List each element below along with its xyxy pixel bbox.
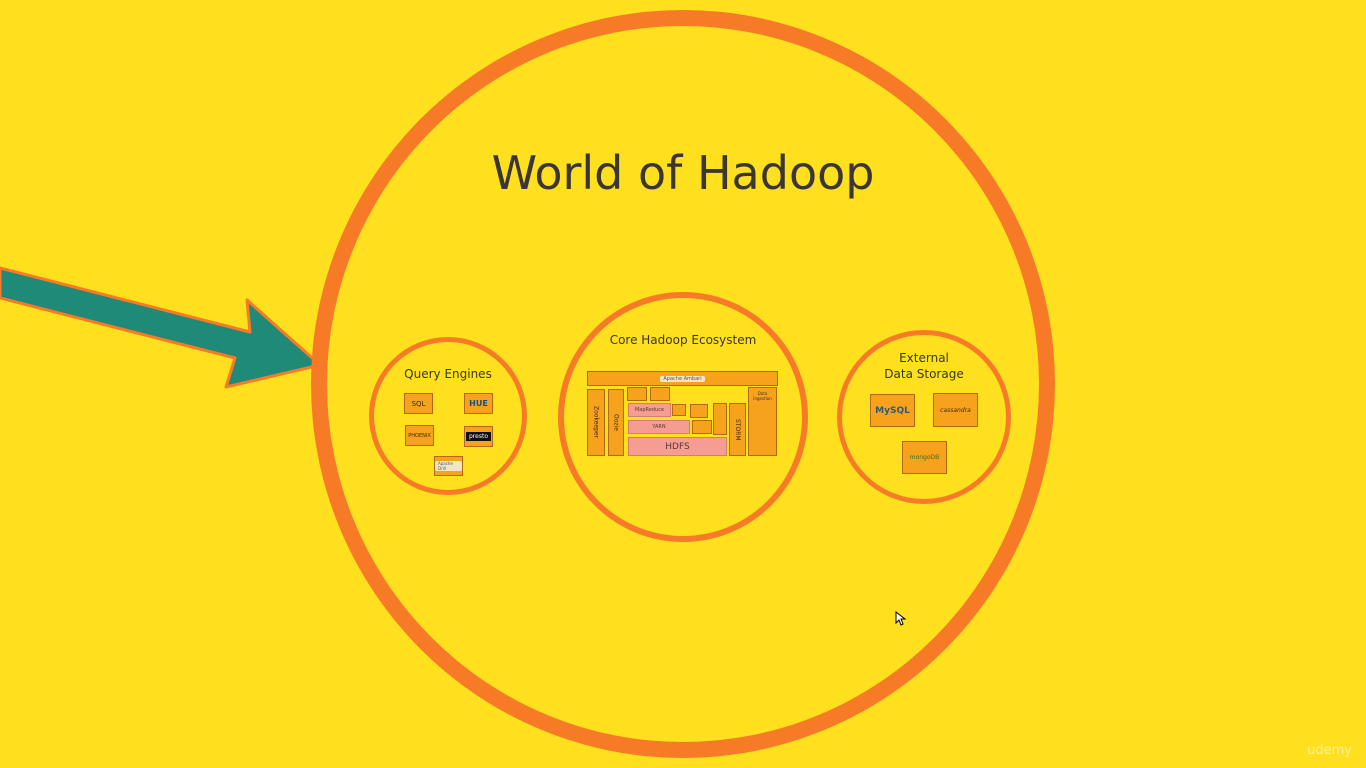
data-ingestion-column[interactable]: Data Ingestion xyxy=(748,387,777,456)
storm-column[interactable]: STORM xyxy=(729,403,746,456)
yarn-block[interactable]: YARN xyxy=(628,420,690,434)
pig-logo[interactable] xyxy=(627,387,647,401)
external-storage-circle[interactable] xyxy=(837,330,1011,504)
mouse-cursor-icon xyxy=(895,611,907,626)
query-engines-label: Query Engines xyxy=(404,367,492,381)
core-hadoop-label: Core Hadoop Ecosystem xyxy=(609,333,757,347)
oozie-column[interactable]: Oozie xyxy=(608,389,624,456)
mongodb-logo[interactable]: mongoDB xyxy=(902,441,947,474)
cassandra-logo[interactable]: cassandra xyxy=(933,393,978,427)
drill-logo[interactable]: Apache Drill xyxy=(434,456,463,476)
spark-logo[interactable] xyxy=(690,404,708,418)
phoenix-logo[interactable]: PHOENIX xyxy=(405,425,434,446)
hdfs-block[interactable]: HDFS xyxy=(628,437,727,456)
arrow-icon xyxy=(0,266,322,389)
hbase-logo[interactable] xyxy=(692,420,712,434)
udemy-watermark: udemy xyxy=(1307,743,1352,758)
zookeeper-column[interactable]: Zookeeper xyxy=(587,389,605,456)
hive-logo[interactable] xyxy=(650,387,670,401)
mysql-logo[interactable]: MySQL xyxy=(870,394,915,427)
query-engines-circle[interactable] xyxy=(369,337,527,495)
external-storage-label: External Data Storage xyxy=(884,351,964,381)
mapreduce-block[interactable]: MapReduce xyxy=(628,403,671,417)
ambari-bar[interactable]: Apache Ambari xyxy=(587,371,778,386)
page-title: World of Hadoop xyxy=(491,146,875,200)
presto-logo[interactable]: presto xyxy=(464,426,493,447)
tez-logo[interactable] xyxy=(672,404,686,416)
flume-logo[interactable] xyxy=(713,403,727,435)
core-hadoop-circle[interactable] xyxy=(558,292,808,542)
sql-logo[interactable]: SQL xyxy=(404,393,433,414)
hue-logo[interactable]: HUE xyxy=(464,393,493,414)
